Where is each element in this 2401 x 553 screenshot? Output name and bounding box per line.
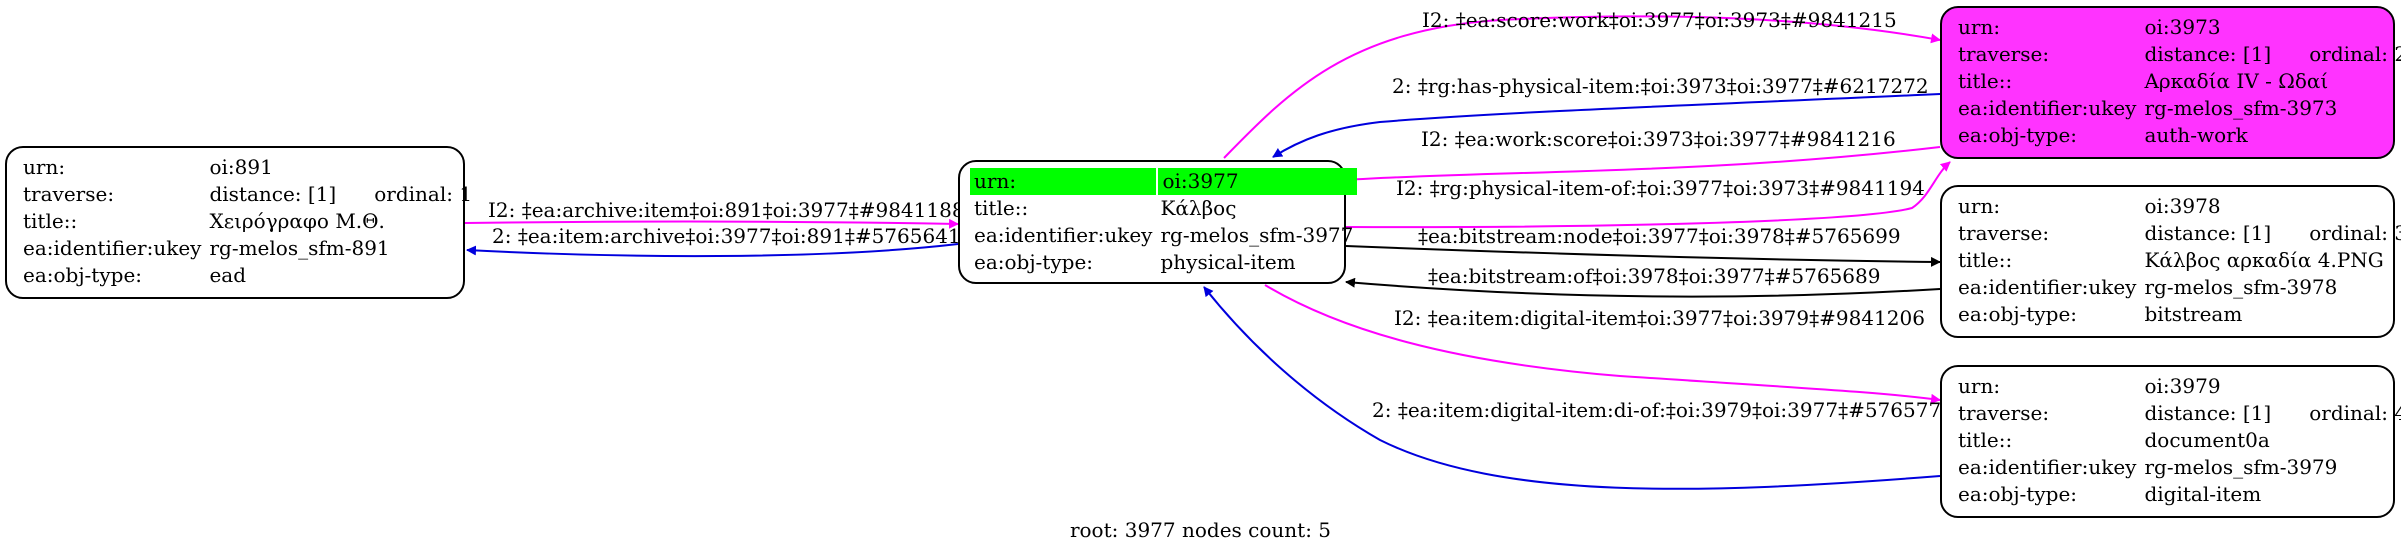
row-value: distance: [1] — [2144, 401, 2272, 425]
edge-digital-item-di-of: 2: ‡ea:item:digital-item:di-of:‡oi:3979‡… — [1203, 286, 1954, 490]
row-key: traverse: — [1958, 221, 2050, 245]
row-key: ea:identifier:ukey — [974, 223, 1153, 247]
edge-score-work: I2: ‡ea:score:work‡oi:3977‡oi:3973‡#9841… — [1223, 8, 1941, 159]
row-value: oi:3979 — [2144, 374, 2221, 398]
row-value: digital-item — [2144, 482, 2262, 506]
node-oi-891[interactable]: urn: oi:891 traverse: distance: [1] ordinal… — [5, 146, 472, 299]
row-key: title:: — [1958, 428, 2013, 452]
node-oi-3973[interactable]: urn: oi:3973 traverse: distance: [1] ordina… — [1940, 6, 2401, 159]
row-value: document0a — [2144, 428, 2270, 452]
row-value: Αρκαδία IV - Ωδαί — [2144, 69, 2329, 93]
row-value: rg-melos_sfm-3977 — [1160, 223, 1354, 247]
edge-archive-item: I2: ‡ea:archive:item‡oi:891‡oi:3977‡#984… — [464, 198, 965, 229]
edge-label: 2: ‡rg:has-physical-item:‡oi:3973‡oi:397… — [1392, 74, 1929, 98]
row-key: urn: — [970, 168, 1157, 195]
edge-work-score: I2: ‡ea:work:score‡oi:3973‡oi:3977‡#9841… — [1345, 127, 1941, 185]
row-key: traverse: — [1958, 401, 2050, 425]
row-key: title:: — [1958, 248, 2013, 272]
row-key: ea:obj-type: — [23, 263, 143, 287]
row-value: oi:3978 — [2144, 194, 2221, 218]
row-key: ea:obj-type: — [1958, 123, 2078, 147]
edge-item-archive: 2: ‡ea:item:archive‡oi:3977‡oi:891‡#5765… — [466, 224, 961, 258]
edge-label: 2: ‡ea:item:digital-item:di-of:‡oi:3979‡… — [1372, 398, 1954, 422]
row-key: traverse: — [23, 182, 115, 206]
row-key: ea:obj-type: — [974, 250, 1094, 274]
edge-label: I2: ‡ea:archive:item‡oi:891‡oi:3977‡#984… — [488, 198, 965, 222]
row-extra: ordinal: 4 — [2309, 401, 2401, 425]
row-value: physical-item — [1160, 250, 1296, 274]
row-key: ea:identifier:ukey — [1958, 455, 2137, 479]
row-key: title:: — [974, 196, 1029, 220]
row-value: rg-melos_sfm-891 — [209, 236, 390, 260]
row-key: ea:identifier:ukey — [1958, 96, 2137, 120]
row-key: title:: — [23, 209, 78, 233]
row-key: urn: — [1958, 15, 2001, 39]
row-value: distance: [1] — [209, 182, 337, 206]
edge-physical-item-of: I2: ‡rg:physical-item-of:‡oi:3977‡oi:397… — [1345, 161, 1951, 229]
row-key: urn: — [23, 155, 66, 179]
row-value: distance: [1] — [2144, 221, 2272, 245]
row-value: auth-work — [2144, 123, 2248, 147]
row-value: oi:3977 — [1156, 168, 1358, 195]
row-key: traverse: — [1958, 42, 2050, 66]
row-key: ea:obj-type: — [1958, 302, 2078, 326]
row-key: ea:identifier:ukey — [1958, 275, 2137, 299]
row-value: rg-melos_sfm-3973 — [2144, 96, 2338, 120]
node-oi-3978[interactable]: urn: oi:3978 traverse: distance: [1] ordina… — [1940, 185, 2401, 338]
row-value: rg-melos_sfm-3978 — [2144, 275, 2338, 299]
edge-label: ‡ea:bitstream:of‡oi:3978‡oi:3977‡#576568… — [1428, 264, 1880, 288]
row-value: Χειρόγραφο Μ.Θ. — [209, 209, 385, 233]
row-value: Κάλβος — [1160, 196, 1237, 220]
edge-bitstream-of: ‡ea:bitstream:of‡oi:3978‡oi:3977‡#576568… — [1345, 264, 1941, 298]
row-value: Κάλβος αρκαδία 4.PNG — [2144, 248, 2384, 272]
row-value: bitstream — [2144, 302, 2243, 326]
edge-label: 2: ‡ea:item:archive‡oi:3977‡oi:891‡#5765… — [492, 224, 961, 248]
edge-bitstream-node: ‡ea:bitstream:node‡oi:3977‡oi:3978‡#5765… — [1345, 224, 1941, 267]
row-extra: ordinal: 1 — [374, 182, 473, 206]
graph-footer: root: 3977 nodes count: 5 — [1069, 518, 1332, 542]
row-extra: ordinal: 2 — [2309, 42, 2401, 66]
row-key: urn: — [1958, 374, 2001, 398]
row-key: ea:identifier:ukey — [23, 236, 202, 260]
row-value: oi:3973 — [2144, 15, 2221, 39]
row-key: ea:obj-type: — [1958, 482, 2078, 506]
edge-label: ‡ea:bitstream:node‡oi:3977‡oi:3978‡#5765… — [1418, 224, 1901, 248]
edge-has-physical-item: 2: ‡rg:has-physical-item:‡oi:3973‡oi:397… — [1272, 74, 1941, 158]
edge-label: I2: ‡rg:physical-item-of:‡oi:3977‡oi:397… — [1396, 176, 1925, 200]
edge-item-digital-item: I2: ‡ea:item:digital-item‡oi:3977‡oi:397… — [1264, 284, 1941, 404]
node-oi-3979[interactable]: urn: oi:3979 traverse: distance: [1] ordina… — [1940, 365, 2401, 518]
row-value: rg-melos_sfm-3979 — [2144, 455, 2338, 479]
edge-label: I2: ‡ea:item:digital-item‡oi:3977‡oi:397… — [1394, 306, 1925, 330]
edge-label: I2: ‡ea:work:score‡oi:3973‡oi:3977‡#9841… — [1421, 127, 1896, 151]
row-key: title:: — [1958, 69, 2013, 93]
row-value: distance: [1] — [2144, 42, 2272, 66]
row-value: ead — [209, 263, 247, 287]
row-key: urn: — [1958, 194, 2001, 218]
edge-label: I2: ‡ea:score:work‡oi:3977‡oi:3973‡#9841… — [1422, 8, 1897, 32]
node-oi-3977[interactable]: urn:oi:3977 title::Κάλβος ea:identifier:… — [958, 160, 1358, 284]
row-extra: ordinal: 3 — [2309, 221, 2401, 245]
row-value: oi:891 — [209, 155, 273, 179]
